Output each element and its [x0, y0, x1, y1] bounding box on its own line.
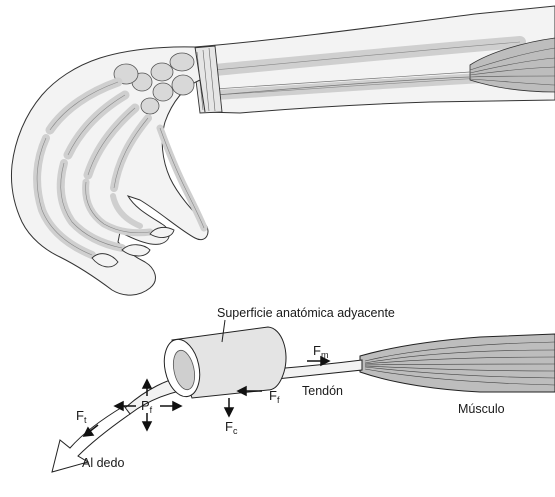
tendon-label: Tendón [302, 384, 343, 398]
hand-forearm-illustration [11, 6, 555, 295]
ff-label: Ff [269, 388, 280, 405]
tendon-pulley-diagram: Superficie anatómica adyacente Tendón Mú… [52, 306, 555, 472]
surface-label: Superficie anatómica adyacente [217, 306, 395, 320]
to-finger-label: Al dedo [82, 456, 124, 470]
fm-label: Fm [313, 343, 328, 360]
fc-label: Fc [225, 419, 238, 436]
ft-label: Ft [76, 408, 87, 425]
muscle-label: Músculo [458, 402, 505, 416]
